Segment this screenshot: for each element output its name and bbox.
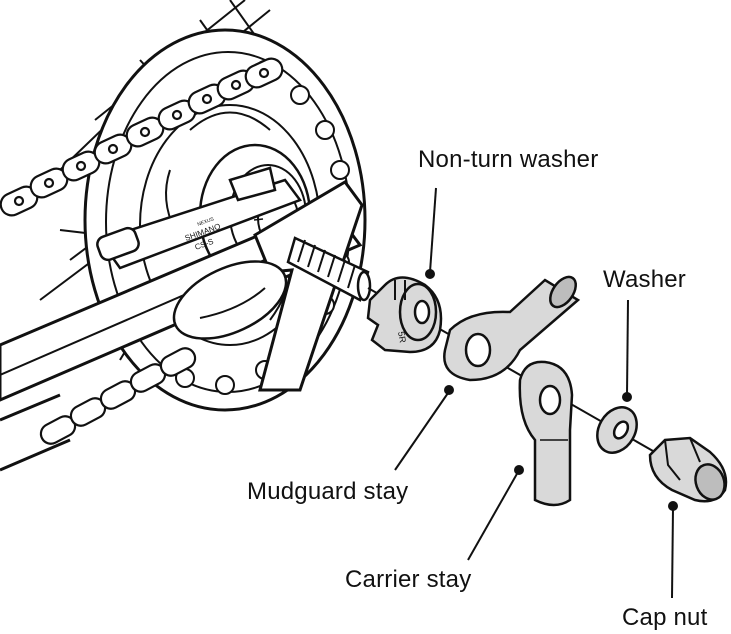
label-mudguard-stay: Mudguard stay [247,478,409,505]
label-cap-nut: Cap nut [622,604,708,631]
mudguard-stay-part [443,275,581,382]
frame-dropout [172,180,364,392]
carrier-stay-part [518,360,574,507]
axle [286,236,372,302]
cap-nut-part [648,436,728,503]
label-washer: Washer [603,266,686,293]
washer-mark-text: 5R [396,331,408,345]
chain [0,57,284,445]
cable-bracket [96,166,302,270]
non-turn-washer-part [366,276,443,354]
label-non-turn-washer: Non-turn washer [418,146,599,173]
hub-small-text: NEXUS [197,216,216,228]
washer-part [596,406,638,454]
label-carrier-stay: Carrier stay [345,566,472,593]
leader-lines [394,187,678,599]
